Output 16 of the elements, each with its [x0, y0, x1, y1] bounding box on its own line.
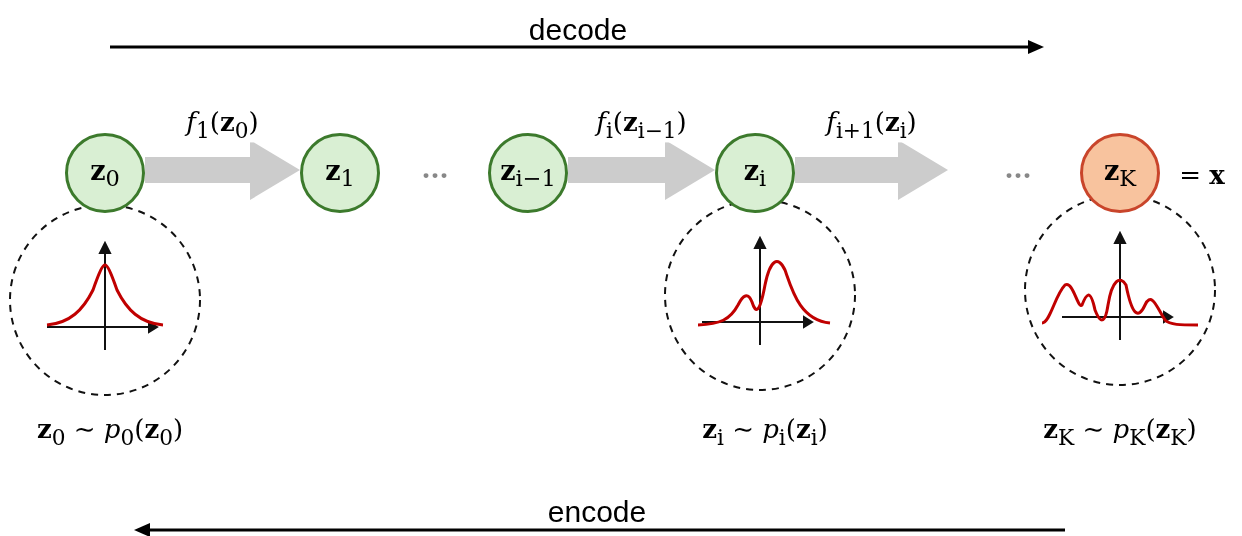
node-label: z$_{K}$: [1103, 154, 1137, 192]
distribution-label: z$_{0}$ ∼ p$_{0}$(z$_{0}$): [36, 414, 184, 450]
distribution-label: z$_{i}$ ∼ p$_{i}$(z$_{i}$): [702, 414, 828, 450]
ellipsis: ···: [421, 161, 449, 191]
node-label: z$_{i}$: [743, 154, 767, 192]
node-label: z$_{i−1}$: [500, 154, 556, 192]
node-label: z$_{0}$: [90, 154, 120, 192]
arrow: [568, 140, 715, 200]
node-label: z$_{1}$: [325, 154, 355, 192]
node-caption: = x: [1179, 160, 1225, 190]
ellipsis: ···: [1004, 161, 1032, 191]
direction-label: decode: [528, 13, 628, 47]
direction-label: encode: [547, 495, 647, 529]
arrow: [145, 140, 300, 200]
distribution-label: z$_{K}$ ∼ p$_{K}$(z$_{K}$): [1043, 414, 1197, 450]
arrow: [795, 140, 948, 200]
